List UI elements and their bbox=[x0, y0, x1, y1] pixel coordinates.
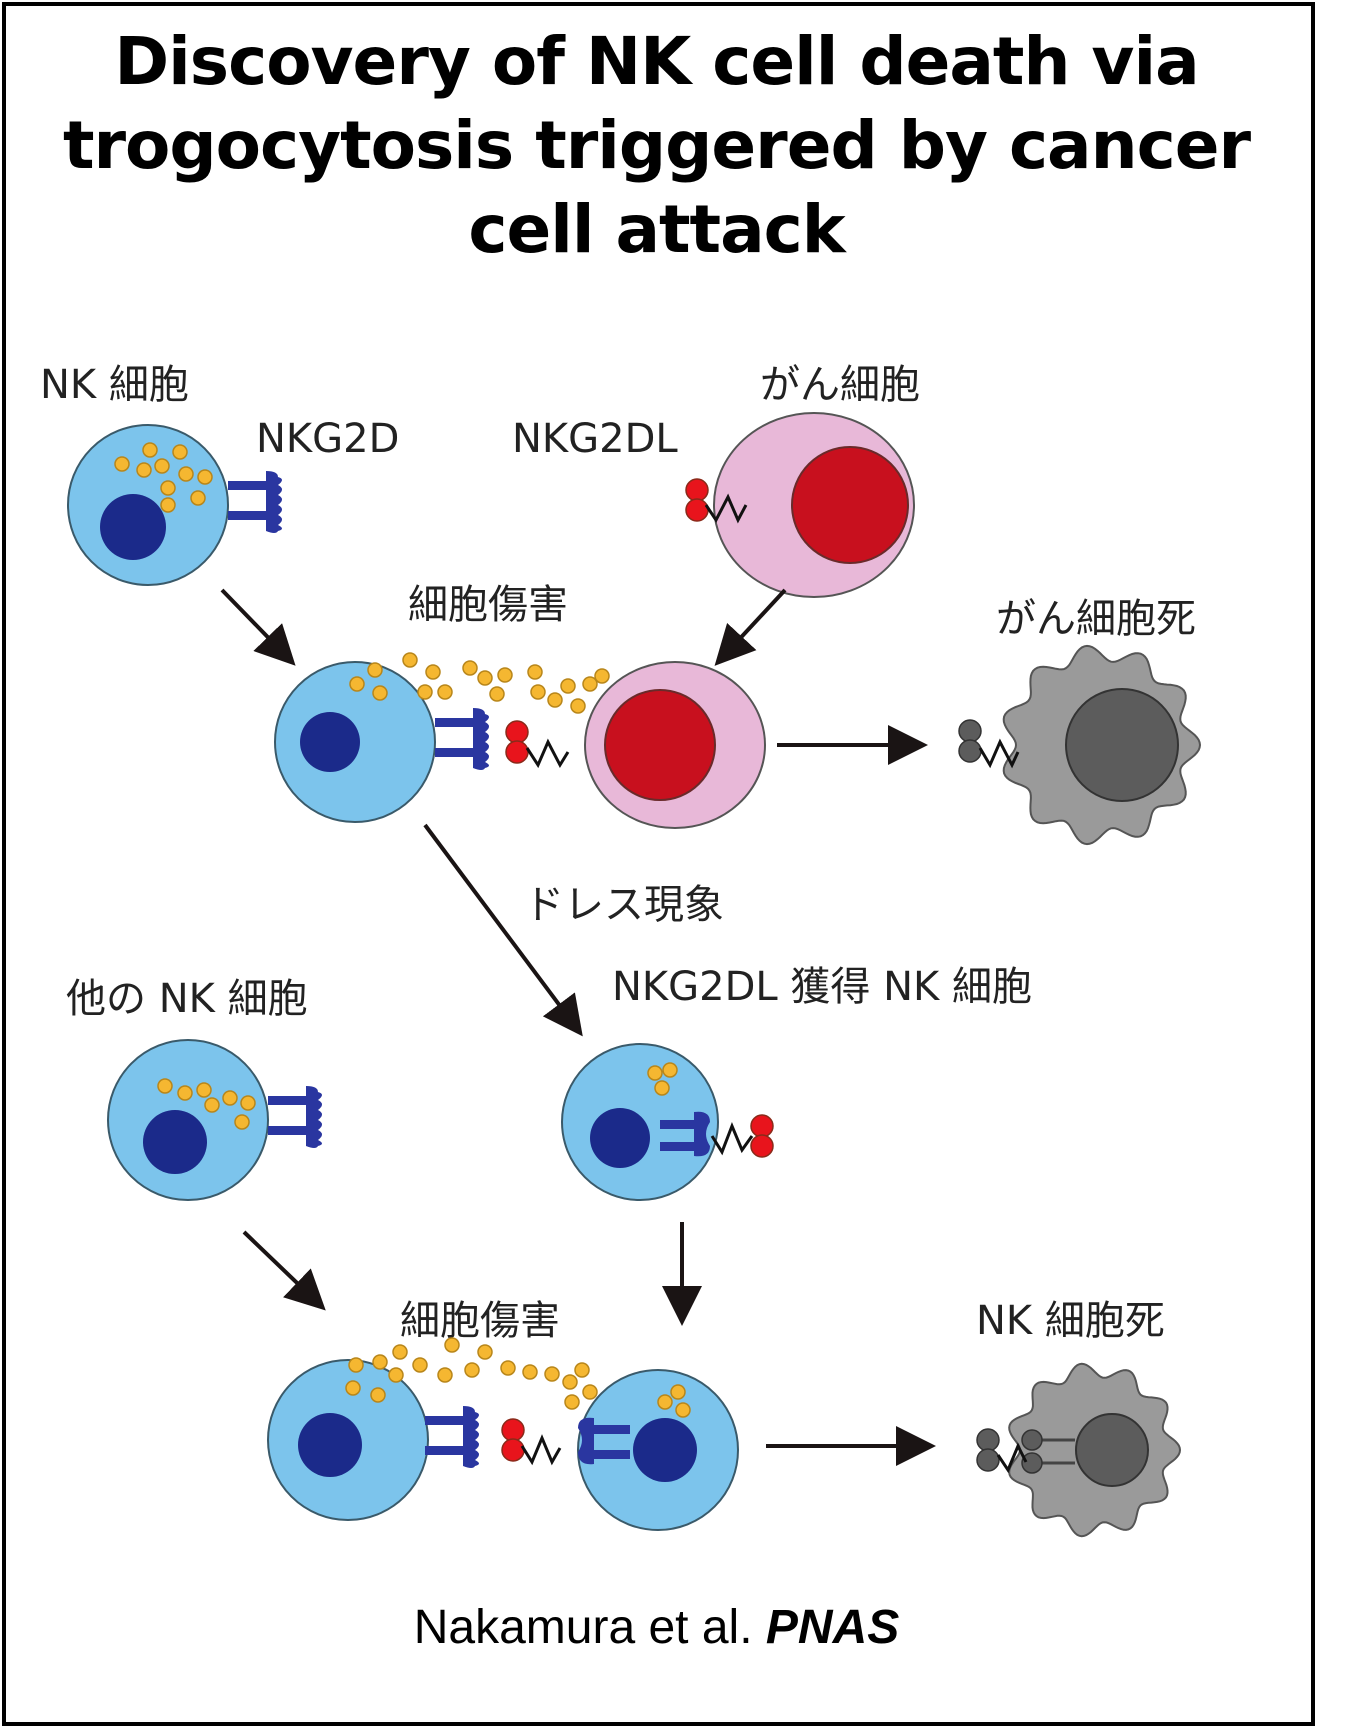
citation: Nakamura et al. PNAS bbox=[0, 1600, 1313, 1655]
label-other-nk-cell: 他の NK 細胞 bbox=[66, 976, 308, 1022]
label-nkg2dl-acquired-nk-cell: NKG2DL 獲得 NK 細胞 bbox=[612, 964, 1032, 1010]
label-dress-phenomenon: ドレス現象 bbox=[524, 882, 724, 928]
dead-ligand-icon bbox=[958, 719, 982, 763]
arrow-cancer-to-synapse bbox=[714, 588, 787, 666]
cancer-cell-attacked bbox=[505, 661, 766, 829]
figure-title: Discovery of NK cell death via trogocyto… bbox=[0, 20, 1313, 272]
nk-cell-initial bbox=[67, 424, 282, 586]
title-line-2: trogocytosis triggered by cancer bbox=[62, 107, 1251, 184]
arrow-nk-to-synapse bbox=[220, 588, 296, 666]
dead-cancer-cell bbox=[958, 644, 1202, 846]
label-nkg2d: NKG2D bbox=[256, 416, 399, 462]
acquired-ligand-icon bbox=[750, 1114, 774, 1158]
cancer-cell-initial bbox=[685, 412, 915, 598]
attacking-nk-cell bbox=[267, 1354, 479, 1521]
nkg2d-receptor-icon bbox=[268, 1086, 322, 1148]
nkg2dl-ligand-icon bbox=[505, 720, 529, 764]
other-nk-cell bbox=[107, 1039, 322, 1201]
label-nkg2dl: NKG2DL bbox=[512, 416, 678, 462]
citation-journal: PNAS bbox=[765, 1601, 900, 1654]
label-cytotoxicity-top: 細胞傷害 bbox=[408, 582, 568, 628]
nkg2d-receptor-icon bbox=[425, 1406, 479, 1468]
nkg2d-receptor-icon bbox=[228, 471, 282, 533]
nkg2d-receptor-icon bbox=[435, 708, 489, 770]
nkg2dl-acquired-nk-cell bbox=[561, 1043, 774, 1201]
arrow-other-nk-to-synapse bbox=[242, 1230, 326, 1311]
citation-authors: Nakamura et al. bbox=[413, 1601, 753, 1654]
released-granules-bottom bbox=[392, 1337, 598, 1410]
targeted-nk-cell bbox=[577, 1369, 739, 1531]
title-line-1: Discovery of NK cell death via bbox=[114, 23, 1199, 100]
dead-ligand-icon bbox=[976, 1428, 1000, 1472]
released-granules bbox=[402, 652, 610, 714]
nk-cell-attacking bbox=[274, 661, 489, 823]
nkg2dl-ligand-icon bbox=[685, 478, 709, 522]
label-nk-cell: NK 細胞 bbox=[40, 362, 189, 408]
label-cancer-cell-death: がん細胞死 bbox=[996, 596, 1196, 642]
label-cancer-cell: がん細胞 bbox=[760, 362, 920, 408]
dead-nk-cell bbox=[976, 1362, 1182, 1538]
label-cytotoxicity-bottom: 細胞傷害 bbox=[400, 1298, 560, 1344]
arrow-dress bbox=[423, 823, 583, 1037]
title-line-3: cell attack bbox=[468, 191, 845, 268]
ligand-stalk bbox=[520, 1434, 562, 1466]
label-nk-cell-death: NK 細胞死 bbox=[976, 1298, 1165, 1344]
acquired-ligand-icon bbox=[501, 1418, 525, 1462]
